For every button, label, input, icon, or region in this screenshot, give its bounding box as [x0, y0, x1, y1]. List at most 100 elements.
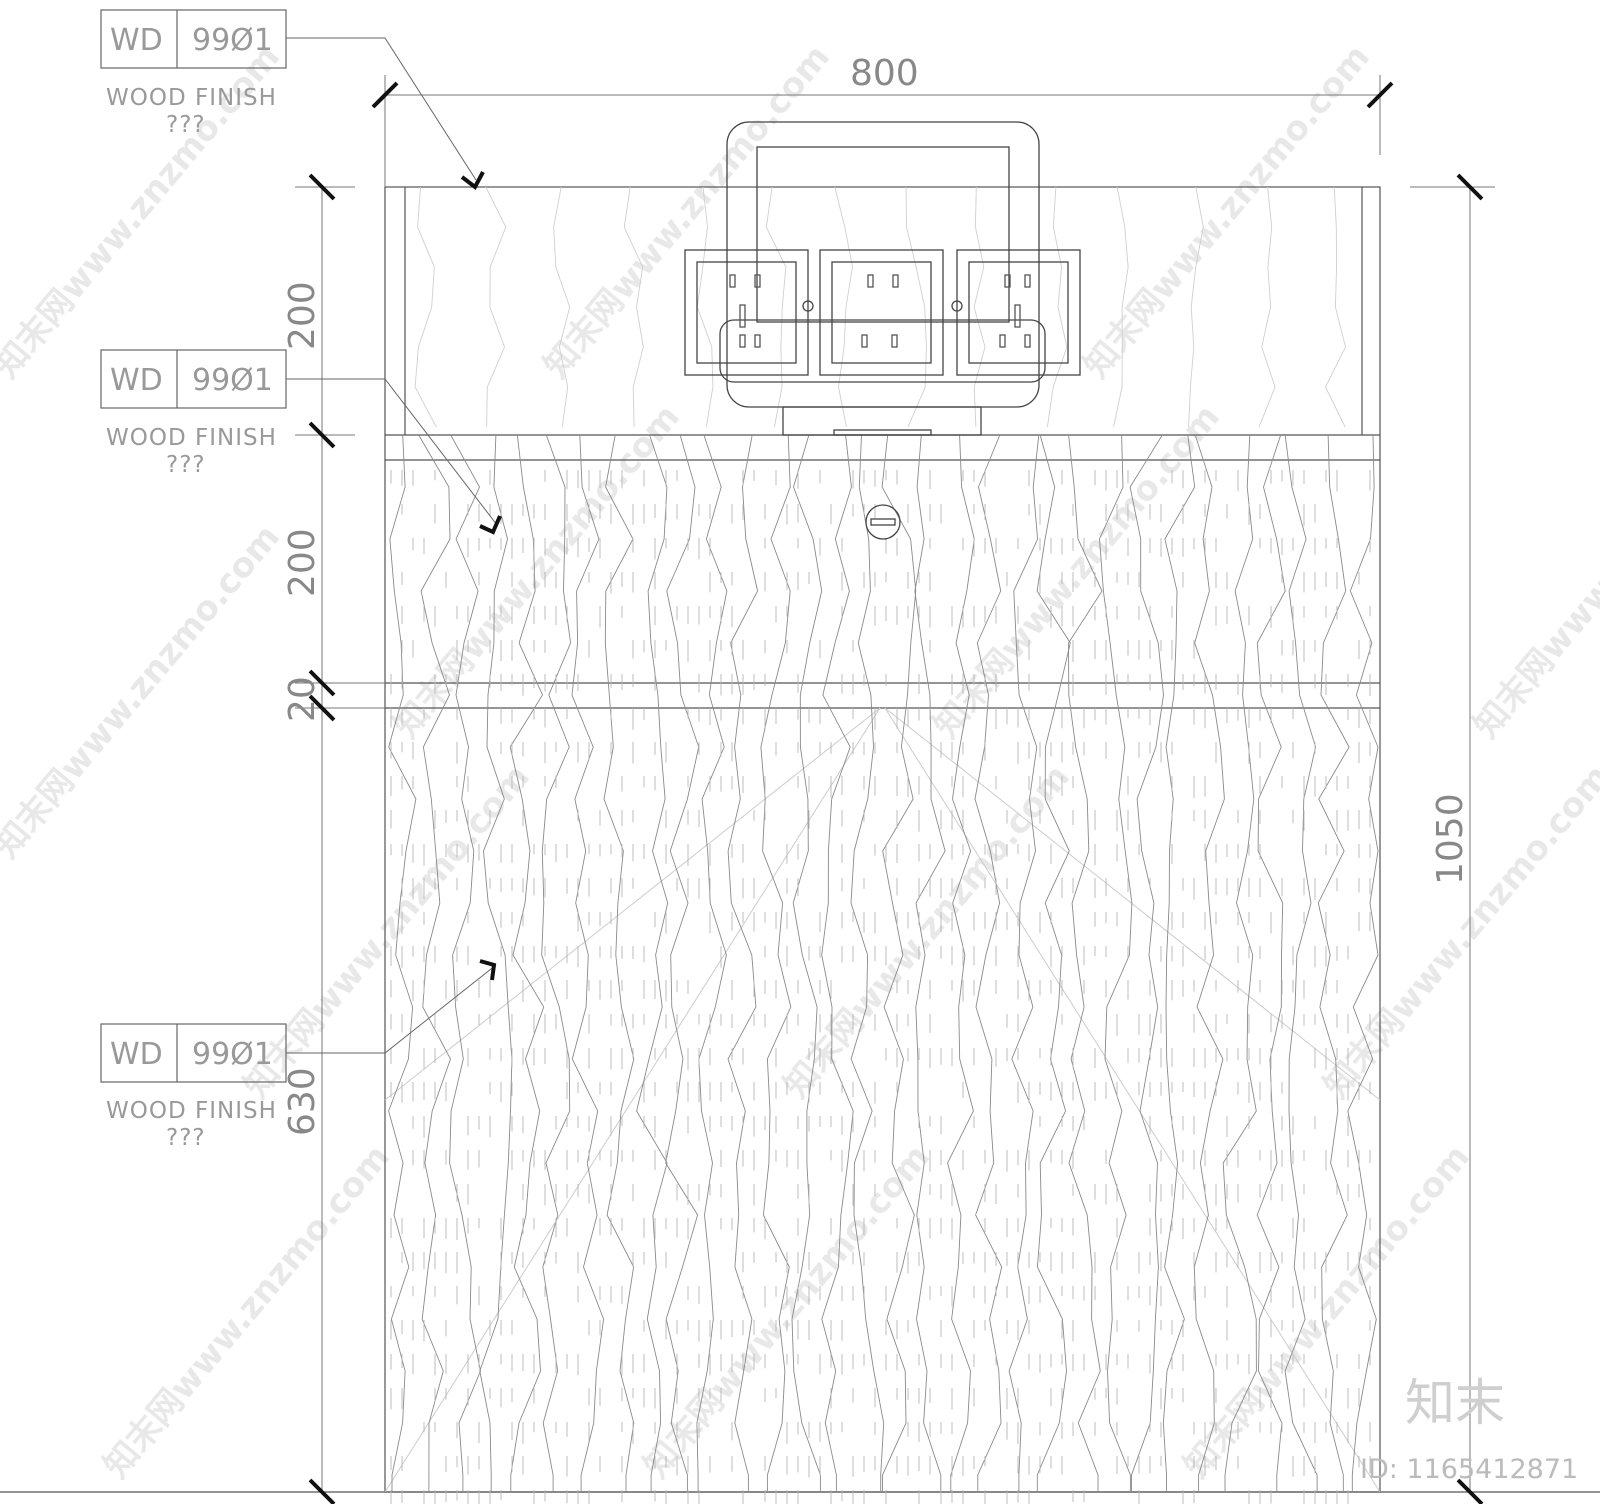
outlet-socket-right: [956, 249, 1081, 376]
tag-sub: ???: [166, 1125, 206, 1151]
grain-line-top: [485, 186, 507, 428]
grain-line-top: [1188, 186, 1204, 428]
lock-keyhole: [870, 518, 896, 526]
watermark-text: 知末网www.znzmo.com: [0, 517, 288, 866]
dim-gap-segment-label: 20: [282, 676, 323, 722]
tick: [308, 1478, 336, 1504]
grain-line: [479, 434, 513, 1492]
grain-line: [850, 434, 885, 1492]
tag-note: WOOD FINISH: [106, 1098, 277, 1124]
grain-line: [1284, 434, 1318, 1492]
grain-line: [974, 434, 1003, 1492]
wood-grain-hatch: [388, 186, 1379, 1504]
dimension-labels: 800 1050 200 200 20 630: [282, 53, 1471, 1136]
grain-line: [509, 434, 545, 1492]
grain-line: [571, 434, 605, 1492]
watermark-text: 知末网www.znzmo.com: [96, 1137, 398, 1486]
lock-icon: [865, 504, 901, 540]
tick: [308, 421, 336, 449]
leader-arrow: [479, 959, 497, 981]
outlet-prongs: [729, 274, 1031, 348]
tag-note: WOOD FINISH: [106, 425, 277, 451]
leader-arrow: [479, 515, 502, 535]
outlet-housing-outer: [726, 121, 1040, 408]
grain-line-top: [905, 186, 927, 428]
grain-line: [636, 434, 669, 1492]
outlet-housing-inner: [756, 146, 1010, 323]
tag-sub: ???: [166, 452, 206, 478]
tick: [1456, 173, 1484, 201]
grain-line: [1193, 434, 1225, 1492]
grain-line: [1347, 434, 1379, 1492]
grain-line: [760, 434, 792, 1492]
material-tag-1: WD 99Ø1 WOOD FINISH ???: [100, 9, 485, 191]
door-swing-left: [384, 707, 881, 1493]
tick: [308, 669, 336, 697]
leader-arrow: [460, 171, 485, 191]
grain-line-top: [623, 186, 644, 428]
grain-line-top: [765, 186, 787, 428]
tick: [308, 694, 336, 722]
material-tag-3: WD 99Ø1 WOOD FINISH ???: [100, 959, 497, 1151]
outlet-screw-right: [951, 300, 963, 312]
grain-line: [881, 434, 917, 1492]
dimension-ticks: [308, 81, 1484, 1504]
grain-line: [665, 434, 700, 1492]
dim-mid-segment-label: 200: [282, 528, 323, 597]
grain-line: [388, 434, 417, 1492]
grain-line: [1317, 434, 1350, 1492]
grain-line: [449, 434, 481, 1492]
leader-line: [286, 964, 497, 1054]
leader-line: [286, 378, 498, 526]
watermark-layer: 知末网www.znzmo.com 知末网www.znzmo.com 知末网www…: [0, 37, 1600, 1486]
grain-line-top: [1258, 186, 1276, 428]
tag-code-right: 99Ø1: [192, 363, 273, 398]
dim-bottom-segment-label: 630: [282, 1067, 323, 1136]
tick: [371, 81, 399, 109]
dim-width-label: 800: [850, 53, 919, 94]
tick: [1366, 81, 1394, 109]
dim-top-segment-label: 200: [282, 281, 323, 350]
outlet-socket-right-inner: [968, 261, 1069, 364]
brand-logo-text: 知末: [1405, 1374, 1505, 1432]
grain-line: [914, 434, 946, 1492]
dim-height-label: 1050: [1430, 793, 1471, 885]
outlet-socket-left: [684, 249, 809, 376]
tick: [308, 173, 336, 201]
cabinet-outline: [384, 186, 1381, 1493]
grain-line: [1129, 434, 1164, 1492]
grain-line: [821, 434, 854, 1492]
grain-line-top: [414, 186, 437, 428]
tick: [1456, 1478, 1484, 1504]
watermark-text: 知末网www.znzmo.com: [236, 757, 538, 1106]
outlet-base: [782, 406, 982, 436]
watermark-text: 知末网www.znzmo.com: [1466, 397, 1600, 746]
tag-code-left: WD: [110, 363, 163, 398]
outlet-strip: [719, 319, 1046, 383]
watermark-text: 知末网www.znzmo.com: [536, 37, 838, 386]
outlet-socket-center-inner: [831, 261, 932, 364]
outlet-socket-left-inner: [696, 261, 797, 364]
grain-line: [791, 434, 823, 1492]
dimension-lines: [295, 75, 1495, 1492]
outlet-screw-left: [802, 300, 814, 312]
material-tag-2: WD 99Ø1 WOOD FINISH ???: [100, 349, 502, 535]
grain-line: [1068, 434, 1103, 1492]
power-outlet-unit: [684, 121, 1081, 436]
drawer-lock: [865, 504, 901, 540]
watermark-text: 知末网www.znzmo.com: [776, 757, 1078, 1106]
grain-line: [541, 434, 572, 1492]
tag-code-right: 99Ø1: [192, 23, 273, 58]
tag-sub: ???: [166, 112, 206, 138]
grain-line: [418, 434, 451, 1492]
outlet-base-foot: [833, 429, 932, 436]
watermark-text: 知末网www.znzmo.com: [926, 397, 1228, 746]
grain-line-top: [834, 186, 853, 428]
grain-line-top: [973, 186, 986, 428]
image-id-text: ID: 1165412871: [1360, 1454, 1578, 1485]
grain-line: [603, 434, 635, 1492]
grain-line: [1036, 434, 1071, 1492]
grain-line: [1222, 434, 1257, 1492]
grain-line: [1099, 434, 1133, 1492]
